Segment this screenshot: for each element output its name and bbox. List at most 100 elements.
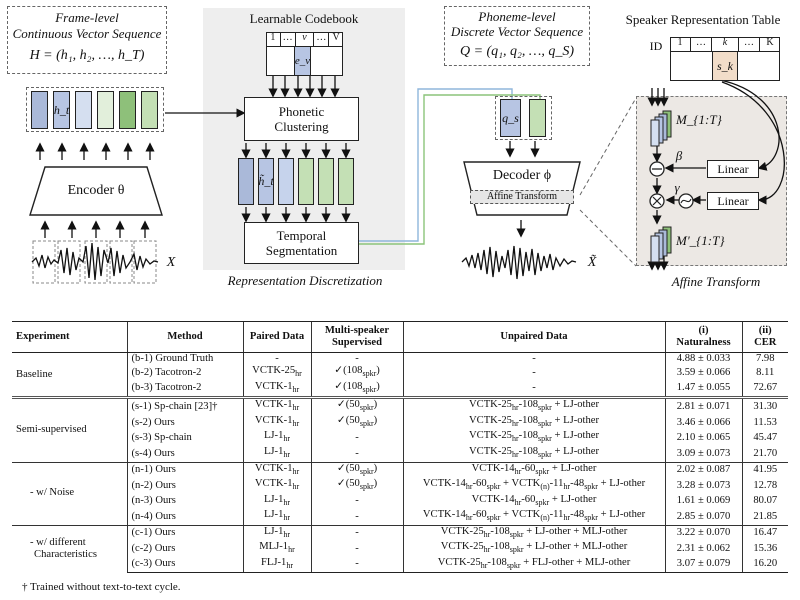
table-row: Semi-supervised(s-1) Sp-chain [23]†VCTK-… <box>12 396 788 462</box>
col-experiment: Experiment <box>12 321 127 353</box>
output-x-hat-label: X̃ <box>587 255 597 270</box>
cer-cell: 21.70 <box>741 445 788 462</box>
method-cell: (s-4) Ours <box>126 445 243 462</box>
experiment-cell: - w/ Noise <box>12 461 127 526</box>
codebook-cell: 1 <box>266 32 281 46</box>
cer-cell: 80.07 <box>741 493 788 510</box>
s-k-label: s_k <box>717 58 733 73</box>
cer-cell: 21.85 <box>741 509 788 526</box>
nat-cell: 1.61 ± 0.069 <box>664 493 742 510</box>
phonetic-clustering-box: Phonetic Clustering <box>244 97 359 141</box>
linear-beta-box: Linear <box>707 160 759 178</box>
cer-cell: 31.30 <box>741 396 788 415</box>
cer-cell: 16.20 <box>741 556 788 574</box>
nat-cell: 3.59 ± 0.066 <box>664 365 742 381</box>
frame-vector <box>75 91 92 129</box>
method-cell: (s-2) Ours <box>126 414 243 431</box>
multi-cell: - <box>310 493 403 510</box>
phoneme-formula: Q = (q₁, q₂, …, q_S) <box>459 44 575 59</box>
paired-cell: VCTK-1hr <box>242 461 311 479</box>
frame-vectors-box <box>26 87 164 132</box>
multi-cell: ✓(50spkr) <box>310 478 403 494</box>
multi-cell: ✓(108spkr) <box>310 365 403 381</box>
paired-cell: VCTK-1hr <box>242 396 311 415</box>
speaker-cell: … <box>691 37 712 51</box>
cer-cell: 72.67 <box>741 380 788 398</box>
experiment-cell: Baseline <box>12 353 127 398</box>
h-tilde-label: h̃_t <box>258 174 274 188</box>
multi-cell: - <box>310 509 403 526</box>
experiment-label: Characteristics <box>34 549 97 561</box>
paired-cell: LJ-1hr <box>242 509 311 526</box>
unpaired-cell: - <box>402 365 665 381</box>
table-footnote: † Trained without text-to-text cycle. <box>22 581 181 593</box>
frame-vector-ht: h_t <box>53 91 70 129</box>
codebook-cell: … <box>281 32 296 46</box>
nat-cell: 3.09 ± 0.073 <box>664 445 742 462</box>
col-multi-line2: Supervised <box>331 337 383 348</box>
col-nat-num: (i) <box>698 324 709 336</box>
frame-vector <box>97 91 114 129</box>
h-t-label: h_t <box>53 102 70 117</box>
unpaired-cell: VCTK-14hr-60spkr + LJ-other <box>402 493 665 510</box>
speaker-table-id: ID <box>649 39 663 53</box>
temporal-segmentation-box: Temporal Segmentation <box>244 222 359 264</box>
frame-vector <box>141 91 158 129</box>
speaker-cell: 1 <box>670 37 691 51</box>
input-x-label: X <box>166 255 176 270</box>
m-input-label: M_{1:T} <box>676 112 722 127</box>
encoder-label: Encoder θ <box>67 183 125 198</box>
unpaired-cell: VCTK-25hr-108spkr + LJ-other <box>402 430 665 446</box>
experiment-label: - w/ different <box>30 536 86 548</box>
col-multi-line1: Multi-speaker <box>324 324 390 336</box>
nat-cell: 2.10 ± 0.065 <box>664 430 742 446</box>
method-cell: (c-2) Ours <box>126 541 243 557</box>
codebook-cell: v <box>296 32 315 46</box>
paired-cell: VCTK-1hr <box>242 380 311 398</box>
affine-caption: Affine Transform <box>671 274 761 289</box>
speaker-entry-sk: s_k <box>712 51 738 81</box>
method-cell: (n-3) Ours <box>126 493 243 510</box>
decoder-affine-box: Affine Transform <box>470 190 574 204</box>
col-cer-label: CER <box>754 337 777 348</box>
method-cell: (b-2) Tacotron-2 <box>126 365 243 381</box>
frame-level-title-box <box>7 6 167 74</box>
method-cell: (c-3) Ours <box>126 556 243 574</box>
unpaired-cell: VCTK-25hr-108spkr + LJ-other + MLJ-other <box>402 524 665 542</box>
table-row: Baseline(b-1) Ground Truth---4.88 ± 0.03… <box>12 352 788 380</box>
phoneme-vector-qs: q_s <box>500 99 521 137</box>
phoneme-vectors-box <box>495 96 552 140</box>
frame-vector <box>119 91 136 129</box>
linear-gamma-label: Linear <box>717 193 749 208</box>
phoneme-level-title-box <box>444 6 590 66</box>
experiment-label: Semi-supervised <box>16 424 87 436</box>
cer-cell: 41.95 <box>741 461 788 479</box>
clustered-vector <box>338 158 354 205</box>
linear-gamma-box: Linear <box>707 192 759 210</box>
unpaired-cell: VCTK-25hr-108spkr + LJ-other <box>402 445 665 462</box>
clustered-vector <box>318 158 334 205</box>
table-body: Baseline(b-1) Ground Truth---4.88 ± 0.03… <box>12 352 788 574</box>
nat-cell: 1.47 ± 0.055 <box>664 380 742 398</box>
unpaired-cell: VCTK-14hr-60spkr + LJ-other <box>402 461 665 479</box>
multi-cell: - <box>310 556 403 574</box>
nat-cell: 3.46 ± 0.066 <box>664 414 742 431</box>
multi-cell: - <box>310 352 403 366</box>
method-cell: (n-4) Ours <box>126 509 243 526</box>
col-paired: Paired Data <box>242 321 311 353</box>
speaker-cell: k <box>712 37 739 51</box>
linear-beta-label: Linear <box>717 161 749 176</box>
experiment-label: - w/ Noise <box>30 487 75 499</box>
method-cell: (s-3) Sp-chain <box>126 430 243 446</box>
table-header-row: Experiment Method Paired Data Multi-spea… <box>12 321 788 353</box>
experiment-cell: Semi-supervised <box>12 396 127 462</box>
